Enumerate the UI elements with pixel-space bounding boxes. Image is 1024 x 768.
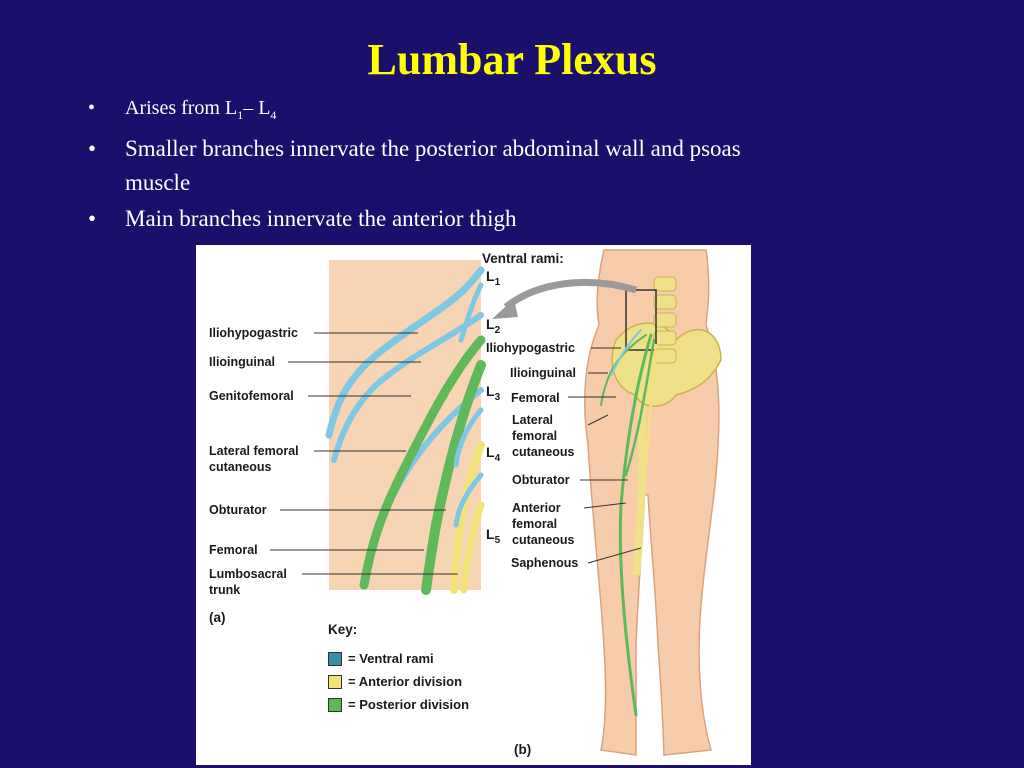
level-label: L2 — [486, 316, 501, 336]
label-femoral-b: Femoral — [511, 391, 560, 405]
label-ilioinguinal-b: Ilioinguinal — [510, 366, 576, 380]
zoom-box — [625, 289, 657, 351]
level-label: L1 — [486, 268, 501, 288]
bullet-item: • Arises from L1– L4 — [88, 93, 948, 130]
anterior-swatch-icon — [328, 674, 342, 689]
anatomy-figure: Ventral rami: L1 L2 L3 L4 L5 Iliohypogas… — [196, 245, 751, 765]
level-label: L5 — [486, 526, 501, 546]
label-anterior-b-3: cutaneous — [512, 533, 575, 547]
obturator-nerve-a — [450, 441, 485, 594]
panel-a-label: (a) — [209, 610, 226, 625]
label-lumbosacral-a-2: trunk — [209, 583, 241, 597]
slide-title: Lumbar Plexus — [367, 35, 657, 84]
label-obturator-b: Obturator — [512, 473, 570, 487]
bullet-text-continued: muscle — [125, 170, 191, 195]
label-iliohypogastric-a: Iliohypogastric — [209, 326, 298, 340]
key-title: Key: — [328, 622, 358, 637]
label-femoral-a: Femoral — [209, 543, 258, 557]
arrow-shaft — [503, 278, 638, 310]
bullet-text: Main branches innervate the anterior thi… — [125, 206, 517, 231]
key-item-posterior: = Posterior division — [328, 697, 469, 712]
label-lateral-b-3: cutaneous — [512, 445, 575, 459]
bullet-list: • Arises from L1– L4 • Smaller branches … — [88, 93, 948, 238]
label-obturator-a: Obturator — [209, 503, 267, 517]
label-genitofemoral-a: Genitofemoral — [209, 389, 294, 403]
bullet-text: Arises from L1– L4 — [125, 97, 277, 122]
label-saphenous-b: Saphenous — [511, 556, 579, 570]
iliohypogastric-nerve — [325, 266, 485, 439]
label-lateral-femoral-a: Lateral femoral — [209, 444, 299, 458]
level-label: L3 — [486, 383, 501, 403]
label-ilioinguinal-a: Ilioinguinal — [209, 355, 275, 369]
arrow-head-icon — [492, 299, 518, 319]
saphenous-nerve-path — [618, 333, 653, 717]
bullet-dot-icon: • — [88, 206, 97, 231]
obturator-nerve-b — [642, 343, 658, 487]
ventral-swatch-icon — [328, 651, 342, 666]
lateral-femoral-nerve — [359, 335, 486, 590]
femoral-nerve-a — [421, 360, 486, 595]
key-item-ventral: = Ventral rami — [328, 651, 434, 666]
bullet-dot-icon: • — [88, 136, 97, 161]
bullet-dot-icon: • — [88, 97, 96, 119]
lumbosacral-trunk — [460, 501, 485, 594]
label-anterior-b-2: femoral — [512, 517, 558, 531]
bullet-item: • Main branches innervate the anterior t… — [88, 202, 948, 236]
nerve-illustration — [270, 249, 722, 756]
label-anterior-b-1: Anterior — [512, 501, 561, 515]
posterior-swatch-icon — [328, 697, 342, 712]
level-label: L4 — [486, 444, 501, 464]
label-lateral-femoral-a-2: cutaneous — [209, 460, 272, 474]
label-lateral-b-2: femoral — [512, 429, 558, 443]
ventral-rami-label: Ventral rami: — [482, 251, 564, 266]
key-item-anterior: = Anterior division — [328, 674, 462, 689]
panel-b-label: (b) — [514, 742, 532, 757]
bullet-item: • Smaller branches innervate the posteri… — [88, 132, 948, 200]
bullet-text: Smaller branches innervate the posterior… — [125, 136, 741, 161]
label-lateral-b-1: Lateral — [512, 413, 553, 427]
label-lumbosacral-a: Lumbosacral — [209, 567, 287, 581]
label-iliohypogastric-b: Iliohypogastric — [486, 341, 575, 355]
ilioinguinal-nerve — [331, 312, 484, 463]
